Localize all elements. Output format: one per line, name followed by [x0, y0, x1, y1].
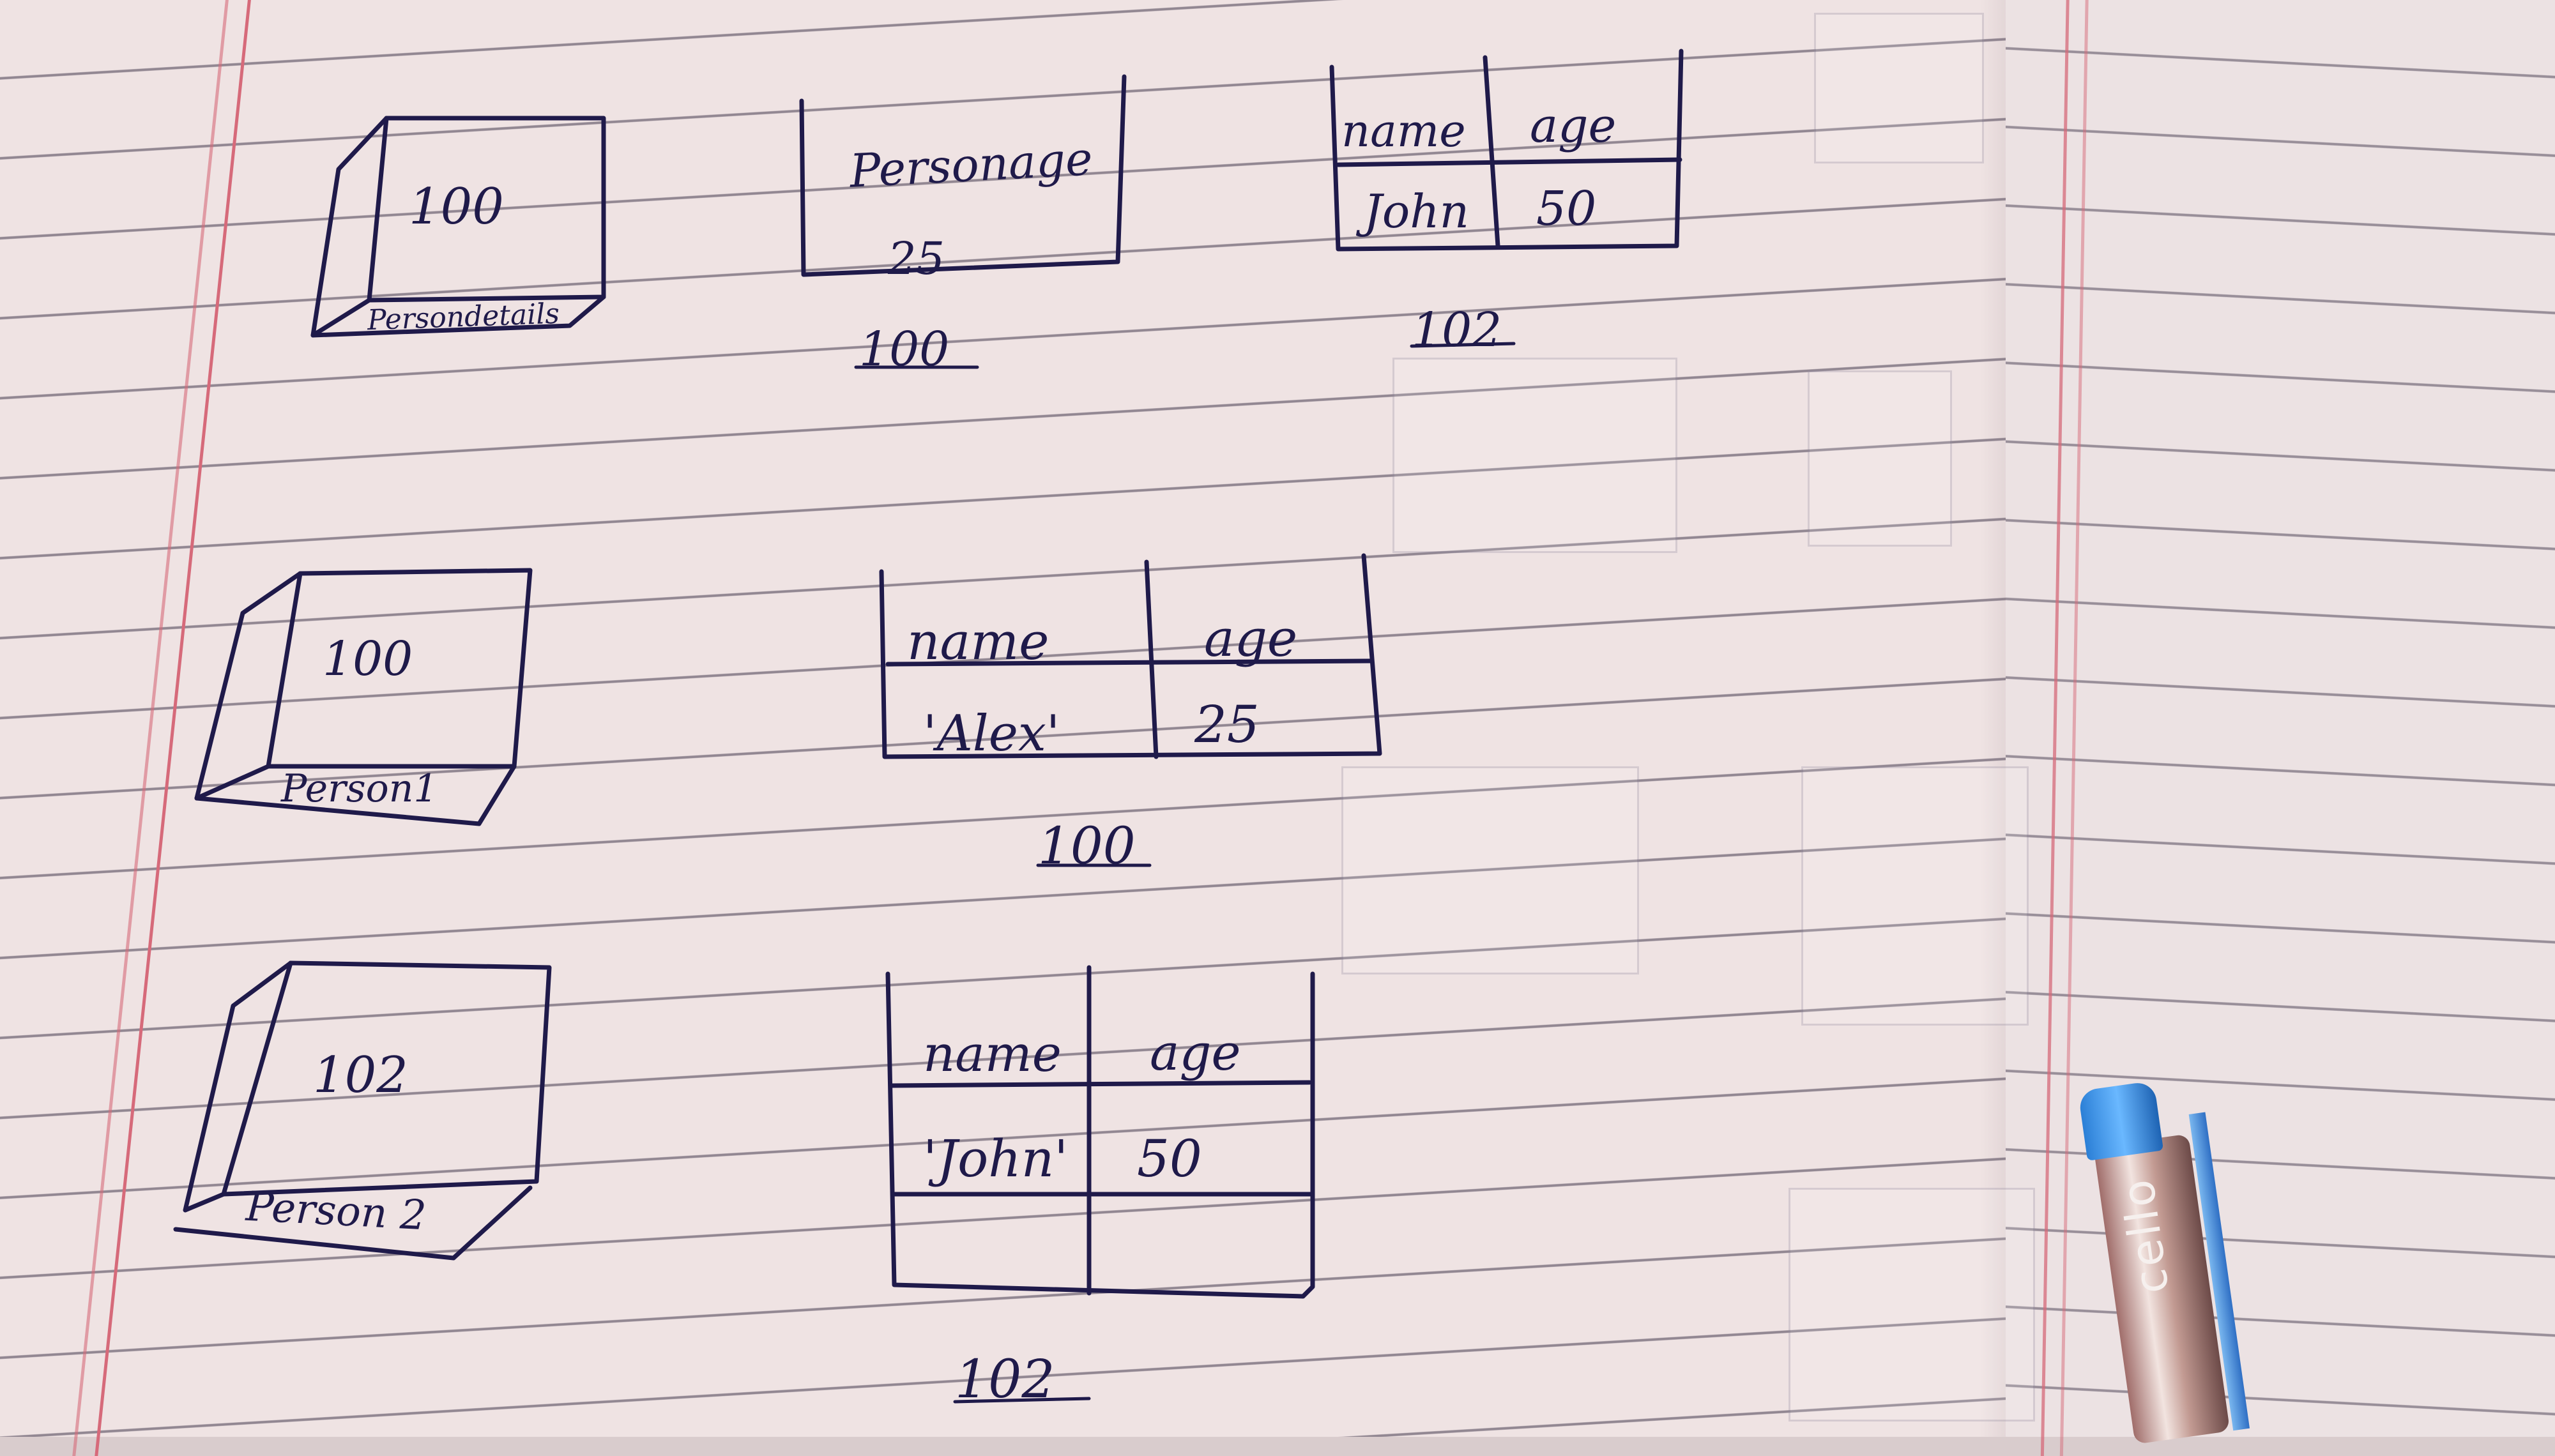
ref-value: 100 [323, 632, 413, 686]
ref-box-persondetails [310, 116, 606, 338]
object-field: Personage [848, 132, 1094, 198]
ref-label: Person1 [281, 766, 438, 811]
object-address: 100 [1038, 816, 1136, 876]
table-header-name: name [923, 1026, 1062, 1083]
bleed-through-box [1814, 13, 1984, 163]
table-cell-name: 'Alex' [923, 705, 1060, 762]
ref-label: Persondetails [367, 297, 560, 337]
ref-value: 102 [313, 1047, 408, 1104]
ref-value: 100 [409, 178, 504, 236]
bleed-through-box [1801, 766, 2029, 1026]
ref-box-person1 [194, 568, 533, 826]
table-cell-name: John [1364, 185, 1469, 238]
bleed-through-box [1392, 358, 1677, 553]
ref-box-person2 [173, 960, 552, 1261]
object-box-personage [799, 74, 1127, 277]
object-address: 102 [1412, 303, 1502, 358]
bleed-through-box [1788, 1188, 2035, 1422]
table-cell-name: 'John' [923, 1129, 1069, 1188]
object-table-john [1329, 49, 1684, 252]
bleed-through-box [1341, 766, 1639, 974]
notebook-right-page [2006, 0, 2555, 1437]
object-table-john-2 [885, 965, 1315, 1299]
table-header-age: age [1150, 1024, 1241, 1082]
object-address: 102 [955, 1349, 1055, 1410]
ref-label: Person 2 [245, 1183, 428, 1240]
object-table-alex [879, 553, 1382, 759]
table-header-name: name [1341, 105, 1466, 157]
table-cell-age: 50 [1137, 1129, 1202, 1188]
table-header-name: name [907, 612, 1049, 671]
pen-cap [2077, 1081, 2164, 1161]
table-header-age: age [1204, 609, 1298, 668]
bleed-through-box [1808, 370, 1952, 547]
notebook-left-page [0, 0, 2070, 1437]
table-cell-age: 25 [1194, 695, 1260, 754]
object-value: 25 [888, 232, 945, 285]
table-header-age: age [1530, 98, 1617, 153]
table-cell-age: 50 [1536, 181, 1597, 236]
object-address: 100 [859, 322, 950, 377]
